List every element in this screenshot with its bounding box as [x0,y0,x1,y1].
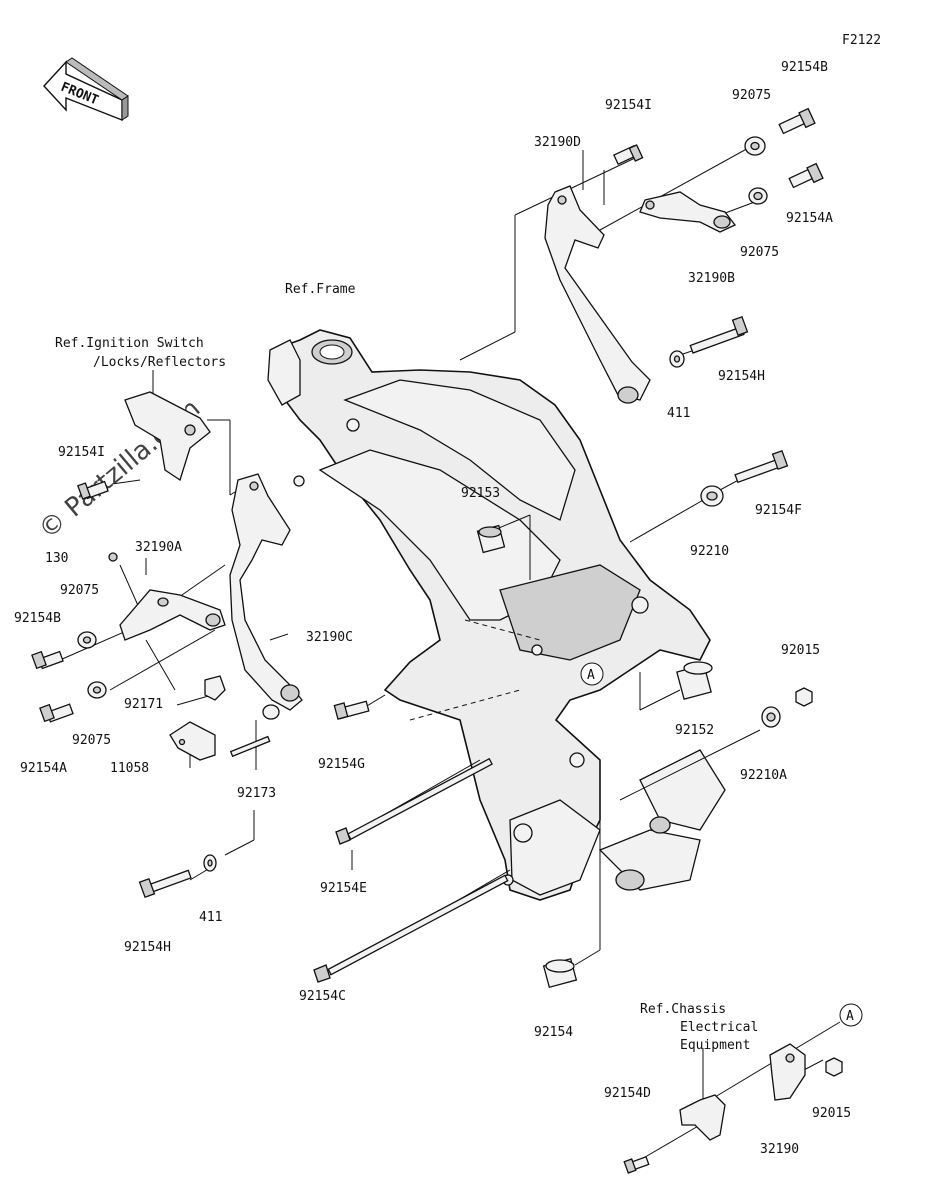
label-92154D: 92154D [604,1086,651,1101]
bolt-92154D [623,1155,650,1174]
screw-130 [108,552,118,562]
washer-92075-left2 [87,681,107,699]
bolt-92154C [313,874,509,983]
nut-92015-right [795,687,813,707]
bolt-92154I-top [613,144,644,166]
spacer-92210 [700,485,724,507]
label-92075-left1: 92075 [60,583,99,598]
callout-a-frame: A [580,662,604,686]
bolt-92154B-left [31,650,64,670]
washer-92075-top1 [744,136,766,156]
callout-a-chassis: A [839,1003,863,1027]
bracket-32190 [769,1043,806,1101]
bracket-32190D [544,185,651,404]
label-92152: 92152 [675,723,714,738]
bolt-92154I-left [77,480,109,500]
label-92075-left2: 92075 [72,733,111,748]
washer-92075-left1 [77,631,97,649]
label-92154B-top: 92154B [781,60,828,75]
spacer-92210A [761,706,781,728]
label-92154I-top: 92154I [605,98,652,113]
nut-92015-bottom [825,1057,843,1077]
ref-chassis-line3: Equipment [680,1038,750,1053]
bolt-92154B-top [778,107,816,135]
ref-ignition-line1: Ref.Ignition Switch [55,336,204,351]
label-92154H-bottom: 92154H [124,940,171,955]
label-11058: 11058 [110,761,149,776]
ignition-switch-bracket [124,391,211,482]
bolt-92154A-top [788,162,824,189]
label-92154F: 92154F [755,503,802,518]
label-32190: 32190 [760,1142,799,1157]
clamp-92171 [204,675,226,701]
label-92154A-top: 92154A [786,211,833,226]
label-92154C: 92154C [299,989,346,1004]
label-92153: 92153 [461,486,500,501]
front-arrow-icon: FRONT [43,57,129,122]
label-92075-top2: 92075 [740,245,779,260]
svg-text:A: A [587,668,595,683]
label-92075-top1: 92075 [732,88,771,103]
bracket-32190B [639,191,737,233]
label-92154: 92154 [534,1025,573,1040]
frame [267,329,726,901]
label-92154E: 92154E [320,881,367,896]
ref-chassis-line1: Ref.Chassis [640,1002,726,1017]
label-32190D: 32190D [534,135,581,150]
label-92154I-left: 92154I [58,445,105,460]
washer-92075-top2 [748,187,768,205]
bracket-11058 [169,721,216,761]
collar-92153 [476,524,506,554]
bolt-92154H-top [689,315,749,354]
label-92171: 92171 [124,697,163,712]
chassis-bracket [679,1094,726,1141]
label-130: 130 [45,551,68,566]
bolt-92154E [335,757,493,845]
washer-411-top [669,350,685,368]
collar-92154 [542,957,578,989]
washer-411-bottom [203,854,217,872]
bracket-32190C [229,473,303,711]
bolt-92154A-left [39,703,74,723]
collar-92152 [676,661,713,700]
label-32190B: 32190B [688,271,735,286]
label-92015-right: 92015 [781,643,820,658]
ref-chassis-line2: Electrical [680,1020,758,1035]
label-92154H-top: 92154H [718,369,765,384]
bolt-92154H-bottom [138,869,192,899]
part-labels: 92154I 92154B 92075 32190D 92154A 92075 … [14,60,851,1157]
label-411-top: 411 [667,406,690,421]
label-92210A: 92210A [740,768,787,783]
figure-id: F2122 [842,33,881,48]
label-32190A: 32190A [135,540,182,555]
bolt-92154G [333,700,370,720]
bolt-92154F [734,449,789,484]
label-92210: 92210 [690,544,729,559]
label-92154G: 92154G [318,757,365,772]
bolt-92173 [229,704,280,758]
bracket-32190A [119,589,226,641]
label-92015-bottom: 92015 [812,1106,851,1121]
ref-ignition-line2: /Locks/Reflectors [93,355,226,370]
label-92154B-left: 92154B [14,611,61,626]
label-411-bottom: 411 [199,910,222,925]
label-92154A-left: 92154A [20,761,67,776]
svg-text:A: A [846,1009,854,1024]
label-32190C: 32190C [306,630,353,645]
ref-frame: Ref.Frame [285,282,356,297]
label-92173: 92173 [237,786,276,801]
